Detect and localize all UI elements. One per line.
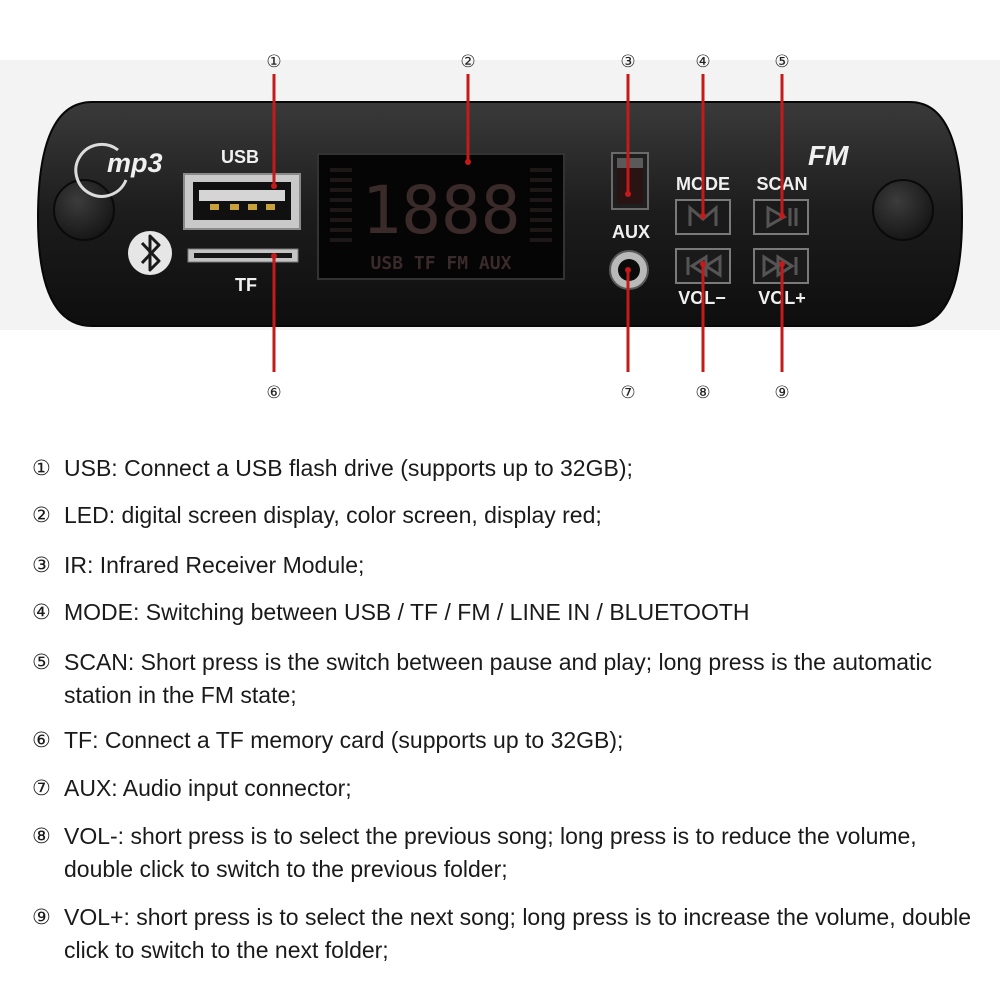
usb-label: USB [221, 147, 259, 167]
description-marker: ⑧ [32, 824, 51, 848]
description-item-tf: ⑥ TF: Connect a TF memory card (supports… [32, 724, 982, 757]
callout-leaders [272, 74, 784, 372]
description-item-mode: ④ MODE: Switching between USB / TF / FM … [32, 596, 982, 629]
led-mode-indicators: USB TF FM AUX [371, 253, 512, 274]
tf-card-slot[interactable] [187, 248, 299, 263]
usb-port[interactable] [183, 173, 301, 230]
description-text: SCAN: Short press is the switch between … [64, 649, 933, 708]
led-level-bars-left [330, 168, 352, 242]
callout-2: ② [460, 52, 475, 72]
description-text: VOL-: short press is to select the previ… [64, 823, 917, 882]
description-marker: ③ [32, 553, 51, 577]
description-item-led: ② LED: digital screen display, color scr… [32, 499, 982, 532]
description-marker: ⑦ [32, 776, 51, 800]
callout-1: ① [266, 52, 281, 72]
aux-label: AUX [612, 222, 650, 242]
mp3-logo: mp3 [74, 142, 163, 198]
callout-8: ⑧ [695, 383, 710, 403]
led-digits: 1888 [362, 172, 521, 249]
description-item-vol-minus: ⑧ VOL-: short press is to select the pre… [32, 820, 982, 886]
callout-9: ⑨ [774, 383, 789, 403]
callout-leader-tips [271, 159, 785, 273]
description-text: LED: digital screen display, color scree… [64, 502, 602, 528]
description-item-ir: ③ IR: Infrared Receiver Module; [32, 549, 982, 582]
callout-7: ⑦ [620, 383, 635, 403]
description-text: MODE: Switching between USB / TF / FM / … [64, 599, 750, 625]
description-marker: ① [32, 456, 51, 480]
previous-track-icon [686, 254, 722, 278]
callout-5: ⑤ [774, 52, 789, 72]
callout-4: ④ [695, 52, 710, 72]
description-marker: ⑤ [32, 650, 51, 674]
callout-3: ③ [620, 52, 635, 72]
right-screw [872, 179, 934, 241]
description-item-usb: ① USB: Connect a USB flash drive (suppor… [32, 452, 982, 485]
description-text: AUX: Audio input connector; [64, 775, 352, 801]
tf-label: TF [235, 275, 257, 295]
description-marker: ② [32, 503, 51, 527]
mp3-logo-text: mp3 [107, 148, 163, 178]
bluetooth-icon [128, 231, 172, 275]
fm-logo: FM [808, 140, 849, 171]
description-text: TF: Connect a TF memory card (supports u… [64, 727, 624, 753]
description-text: IR: Infrared Receiver Module; [64, 552, 365, 578]
description-item-scan: ⑤ SCAN: Short press is the switch betwee… [32, 646, 982, 712]
module-diagram: mp3 USB TF 1888 [0, 52, 1000, 403]
description-marker: ⑥ [32, 728, 51, 752]
led-level-bars-right [530, 168, 552, 242]
ir-receiver [611, 152, 649, 210]
callout-6: ⑥ [266, 383, 281, 403]
next-track-icon [762, 254, 798, 278]
play-pause-icon [766, 205, 798, 229]
led-display: 1888 USB TF FM AUX [317, 153, 565, 280]
description-item-aux: ⑦ AUX: Audio input connector; [32, 772, 982, 805]
feature-description-list: ① USB: Connect a USB flash drive (suppor… [32, 452, 982, 967]
description-marker: ④ [32, 600, 51, 624]
description-marker: ⑨ [32, 905, 51, 929]
description-item-vol-plus: ⑨ VOL+: short press is to select the nex… [32, 901, 982, 967]
description-text: USB: Connect a USB flash drive (supports… [64, 455, 633, 481]
description-text: VOL+: short press is to select the next … [64, 904, 972, 963]
